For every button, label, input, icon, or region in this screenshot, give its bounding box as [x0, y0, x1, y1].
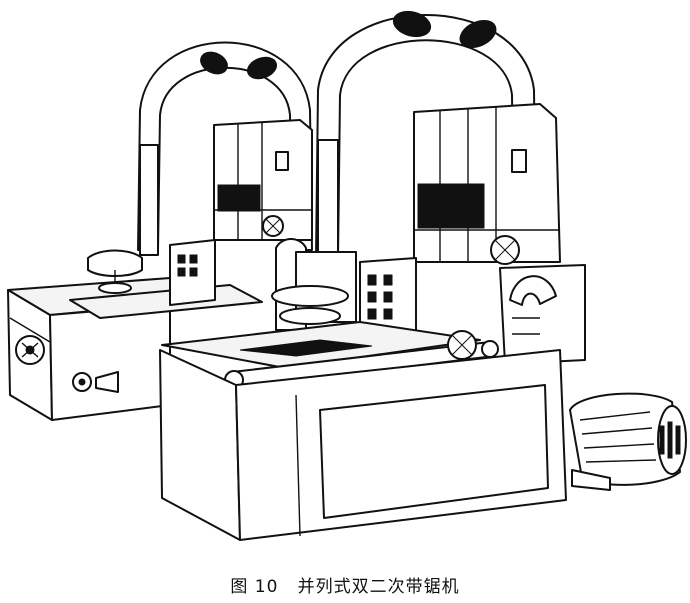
right-guard-window-1 — [392, 10, 432, 38]
left-housing-slot — [275, 151, 289, 171]
right-gear-arc — [509, 275, 557, 306]
left-saw-base-side — [49, 304, 171, 421]
right-upper-housing — [413, 103, 561, 263]
left-blade-mark — [217, 184, 261, 212]
figure-title: 并列式双二次带锯机 — [297, 577, 460, 597]
right-blade-mark — [417, 183, 485, 229]
right-guard-window-2 — [459, 19, 497, 49]
right-blade-column — [317, 139, 339, 261]
left-guard-window-1 — [200, 51, 228, 75]
left-saw-unit — [7, 41, 313, 421]
left-base-lever — [95, 371, 119, 393]
right-feed-roller — [271, 285, 349, 307]
right-table-slot — [239, 339, 373, 357]
left-guard-window-2 — [246, 56, 278, 80]
right-saw-unit — [159, 10, 687, 541]
figure-number: 图 10 — [230, 577, 279, 597]
figure-caption: 图 10 并列式双二次带锯机 — [0, 572, 690, 597]
band-saw-illustration — [7, 10, 687, 541]
right-housing-slot — [511, 149, 527, 173]
left-blade-column — [139, 144, 159, 256]
drive-motor — [569, 392, 687, 491]
left-feed-roller — [87, 249, 143, 277]
right-base-door — [319, 384, 549, 519]
